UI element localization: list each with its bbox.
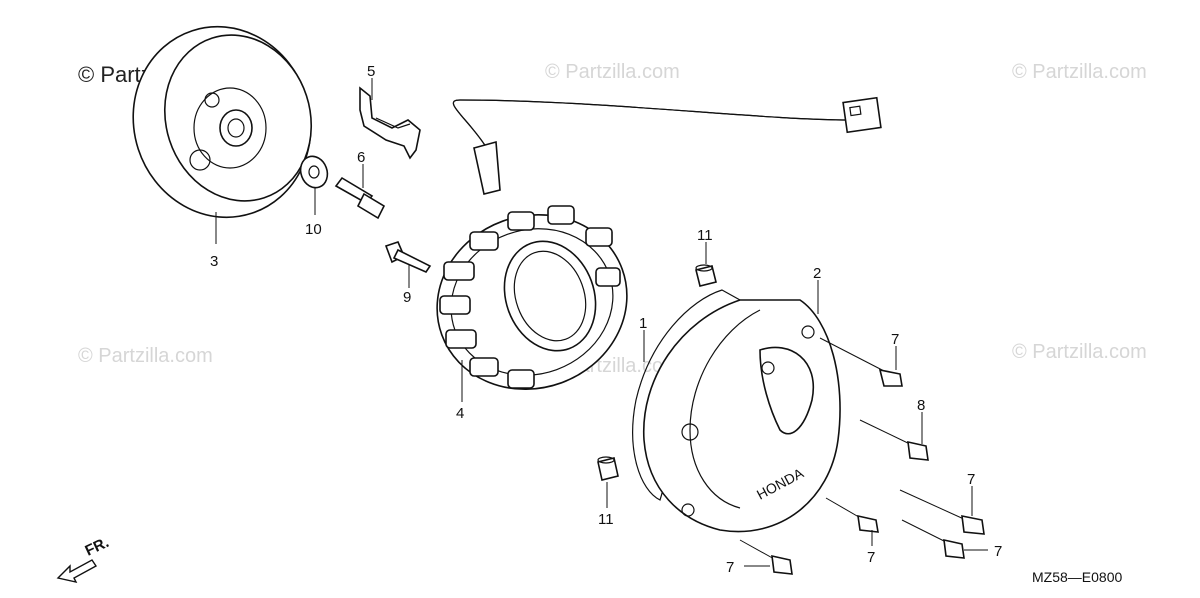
- callout-7-upper: 7: [891, 331, 899, 348]
- cover-bolt-7-upper[interactable]: [819, 337, 903, 387]
- callout-5: 5: [367, 63, 375, 80]
- flywheel-rotor[interactable]: [109, 4, 336, 241]
- cover-bolt-7-center[interactable]: [825, 497, 879, 533]
- direction-label: FR.: [83, 534, 112, 560]
- callout-10: 10: [305, 221, 322, 238]
- callout-7-center: 7: [867, 549, 875, 566]
- front-direction-arrow: FR.: [56, 534, 112, 584]
- callout-3: 3: [210, 253, 218, 270]
- stator-wire-harness[interactable]: [452, 96, 882, 195]
- callout-6: 6: [357, 149, 365, 166]
- watermark-mid-left: © Partzilla.com: [78, 345, 213, 367]
- dowel-pin-upper[interactable]: [695, 264, 717, 287]
- cover-bolt-7-lower[interactable]: [739, 539, 793, 575]
- callout-9: 9: [403, 289, 411, 306]
- callout-7-lower-right: 7: [994, 543, 1002, 560]
- callout-7-lower: 7: [726, 559, 734, 576]
- alternator-cover[interactable]: HONDA: [643, 299, 841, 533]
- cover-bolt-7-right[interactable]: [899, 489, 985, 535]
- callout-4: 4: [456, 405, 464, 422]
- watermark-top-right: © Partzilla.com: [1012, 61, 1147, 83]
- stator-coil[interactable]: [412, 188, 651, 415]
- dowel-pin-lower[interactable]: [597, 456, 619, 481]
- cover-bolt-8[interactable]: [859, 419, 929, 461]
- flange-bolt-6[interactable]: [334, 176, 386, 220]
- watermark-mid-right: © Partzilla.com: [1012, 341, 1147, 363]
- diagram-code: MZ58—E0800: [1032, 569, 1122, 585]
- cover-bolt-7-lower-right[interactable]: [901, 519, 965, 559]
- callout-1: 1: [639, 315, 647, 332]
- callout-8: 8: [917, 397, 925, 414]
- watermark-top-center: © Partzilla.com: [545, 61, 680, 83]
- callout-2: 2: [813, 265, 821, 282]
- wire-clamp[interactable]: [359, 86, 421, 160]
- callout-11-lower: 11: [598, 511, 614, 528]
- callout-7-right: 7: [967, 471, 975, 488]
- washer[interactable]: [296, 153, 331, 192]
- bolt-9[interactable]: [384, 241, 432, 274]
- callout-11-upper: 11: [697, 227, 713, 244]
- leader-lines: [215, 78, 988, 567]
